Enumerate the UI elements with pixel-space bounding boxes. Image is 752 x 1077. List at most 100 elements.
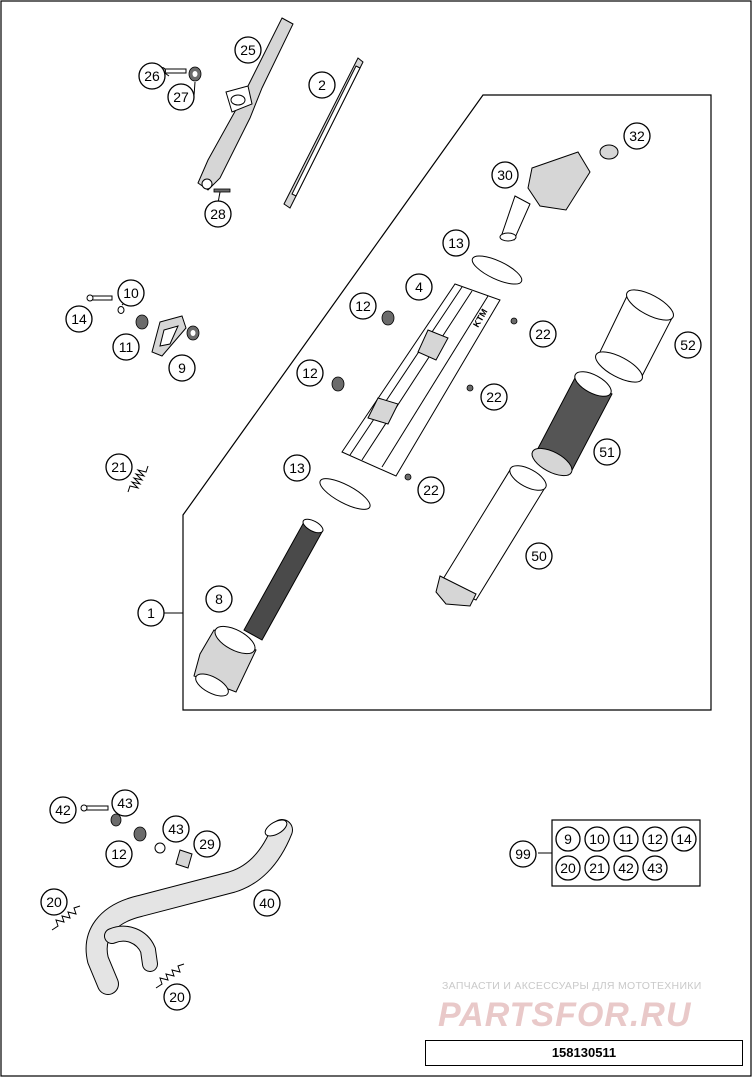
callout-9: 9	[168, 354, 196, 382]
svg-text:28: 28	[210, 206, 226, 222]
callout-22b: 22	[480, 383, 508, 411]
svg-text:9: 9	[564, 831, 572, 847]
washer-27-part	[188, 66, 202, 82]
svg-text:32: 32	[629, 128, 645, 144]
svg-text:14: 14	[71, 311, 87, 327]
spring-20a-part	[51, 905, 81, 931]
callout-29: 29	[193, 830, 221, 858]
svg-text:22: 22	[486, 389, 502, 405]
svg-text:26: 26	[144, 68, 160, 84]
callout-27: 27	[167, 83, 195, 111]
callout-1: 1	[137, 599, 165, 627]
kit-item-43: 43	[642, 855, 668, 881]
callout-51: 51	[593, 438, 621, 466]
callout-43a: 43	[111, 789, 139, 817]
svg-text:12: 12	[302, 365, 318, 381]
callout-20a: 20	[40, 888, 68, 916]
callout-26: 26	[138, 62, 166, 90]
seal-ring-13a-part	[471, 255, 523, 285]
drawing-number: 158130511	[425, 1040, 743, 1066]
callout-42: 42	[49, 796, 77, 824]
svg-text:13: 13	[448, 235, 464, 251]
svg-text:11: 11	[119, 339, 134, 355]
grommet-12c-part	[133, 826, 147, 842]
svg-text:29: 29	[199, 836, 215, 852]
svg-text:9: 9	[178, 360, 186, 376]
end-cap-part	[499, 151, 591, 242]
callout-4: 4	[405, 273, 433, 301]
callout-25: 25	[234, 36, 262, 64]
svg-text:22: 22	[535, 326, 551, 342]
svg-text:40: 40	[259, 895, 275, 911]
kit-item-9: 9	[555, 826, 581, 852]
inlet-tube-part	[193, 518, 324, 697]
callout-13b: 13	[283, 454, 311, 482]
svg-text:10: 10	[123, 285, 139, 301]
callout-28: 28	[204, 200, 232, 228]
svg-text:27: 27	[173, 89, 189, 105]
svg-text:43: 43	[117, 795, 133, 811]
svg-text:8: 8	[215, 591, 223, 607]
watermark-logo: PARTSFOR.RU	[438, 996, 692, 1034]
svg-text:21: 21	[111, 459, 127, 475]
screw-22c-part	[404, 473, 412, 481]
kit-item-14: 14	[671, 826, 697, 852]
svg-text:20: 20	[169, 989, 185, 1005]
callout-30: 30	[491, 161, 519, 189]
svg-text:22: 22	[423, 482, 439, 498]
svg-text:21: 21	[589, 860, 605, 876]
screw-22a-part	[510, 317, 518, 325]
seal-ring-13b-part	[319, 478, 371, 510]
washer-10-part	[117, 306, 125, 314]
washer-9b-part	[186, 325, 200, 341]
svg-text:14: 14	[676, 831, 692, 847]
svg-text:43: 43	[168, 821, 184, 837]
callout-22a: 22	[529, 320, 557, 348]
kit-99-box	[538, 819, 701, 887]
callout-13a: 13	[442, 229, 470, 257]
svg-text:52: 52	[680, 337, 696, 353]
svg-text:4: 4	[415, 279, 423, 295]
callout-11: 11	[112, 333, 140, 361]
spring-20b-part	[155, 963, 185, 989]
grommet-12b-part	[331, 376, 345, 392]
washer-43b-part	[154, 842, 166, 854]
kit-item-21: 21	[584, 855, 610, 881]
svg-text:10: 10	[589, 831, 605, 847]
cap-insert-32-part	[599, 144, 619, 160]
screw-22b-part	[466, 384, 474, 392]
screw-28-part	[213, 188, 231, 193]
callout-20b: 20	[163, 983, 191, 1011]
gasket-strip-part	[283, 57, 364, 209]
callout-32: 32	[623, 122, 651, 150]
callout-12c: 12	[105, 840, 133, 868]
svg-text:42: 42	[55, 802, 71, 818]
bolt-42-part	[80, 804, 109, 812]
svg-text:1: 1	[147, 605, 155, 621]
callout-21: 21	[105, 453, 133, 481]
svg-text:12: 12	[647, 831, 663, 847]
svg-text:11: 11	[619, 831, 634, 847]
svg-text:13: 13	[289, 460, 305, 476]
svg-text:2: 2	[318, 77, 326, 93]
nut-11-part	[135, 314, 149, 330]
bolt-14-part	[86, 294, 113, 302]
svg-text:51: 51	[599, 444, 615, 460]
svg-text:43: 43	[647, 860, 663, 876]
callout-2: 2	[308, 71, 336, 99]
svg-text:25: 25	[240, 42, 256, 58]
callout-99: 99	[509, 840, 537, 868]
callout-40: 40	[253, 889, 281, 917]
silencer-cover-part	[435, 465, 547, 607]
spring-21-part	[127, 465, 149, 493]
clamp-9-part	[151, 315, 187, 357]
svg-text:20: 20	[46, 894, 62, 910]
grommet-12a-part	[381, 310, 395, 326]
callout-12b: 12	[296, 359, 324, 387]
kit-item-12: 12	[642, 826, 668, 852]
svg-text:42: 42	[618, 860, 634, 876]
svg-text:12: 12	[355, 298, 371, 314]
svg-text:30: 30	[497, 167, 513, 183]
